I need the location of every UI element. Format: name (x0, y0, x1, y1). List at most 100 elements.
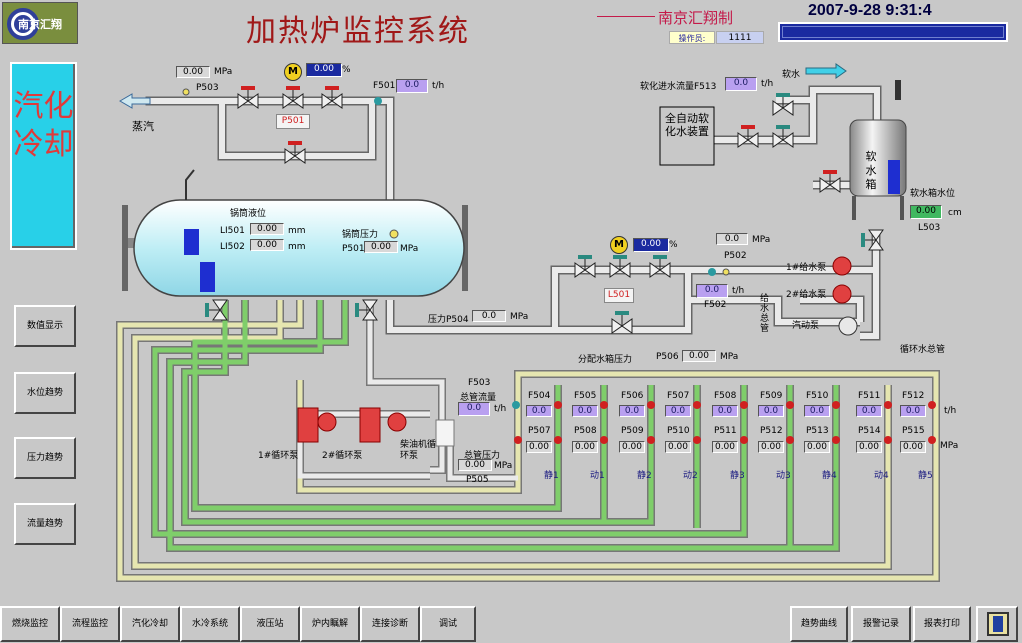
li501-value: 0.00 (250, 223, 284, 235)
flow-trend-button[interactable]: 流量趋势 (14, 503, 76, 545)
diesel-pump-label: 柴油机循环泵 (400, 440, 437, 461)
soft-water-arrow-icon (805, 63, 847, 79)
branch-pressure-value: 0.00 (712, 441, 738, 453)
branch-flow-tag: F510 (806, 391, 829, 401)
logo-text: 南京汇翔 (18, 18, 62, 31)
p502-value: 0.0 (716, 233, 748, 245)
valve-icon[interactable] (737, 125, 759, 148)
motor-icon: M (610, 236, 628, 254)
nav-combustion-monitor[interactable]: 燃烧监控 (0, 606, 60, 642)
valve-icon[interactable] (321, 86, 343, 109)
branch-flow-tag: F504 (528, 391, 551, 401)
th-unit: t/h (494, 404, 507, 414)
exit-button[interactable] (976, 606, 1018, 642)
valve-icon[interactable] (237, 86, 259, 109)
p506-value: 0.00 (682, 350, 716, 362)
pump2-feed-label: 2#给水泵 (786, 290, 827, 300)
water-level-trend-button[interactable]: 水位趋势 (14, 372, 76, 414)
mpa-unit: MPa (494, 461, 513, 471)
valve-icon[interactable] (609, 255, 631, 278)
branch-flow-tag: F505 (574, 391, 597, 401)
nav-alarm-record[interactable]: 报警记录 (851, 606, 911, 642)
valve-icon[interactable] (861, 229, 884, 251)
drum-level-label: 锅筒液位 (230, 209, 267, 219)
branch-pressure-tag: P511 (714, 426, 737, 436)
branch-pressure-value: 0.00 (572, 441, 598, 453)
mm-unit: mm (288, 242, 306, 252)
valve-icon[interactable] (772, 93, 794, 116)
p501-label: P501 (342, 244, 365, 254)
valve-icon[interactable] (649, 255, 671, 278)
circulation-pumps (297, 407, 455, 447)
branch-flow-value: 0.0 (665, 405, 691, 417)
p506-label: P506 (656, 352, 679, 362)
mpa-unit: MPa (510, 312, 529, 322)
branch-flow-value: 0.0 (572, 405, 598, 417)
valve-icon[interactable] (205, 299, 228, 321)
branch-flow-value: 0.0 (856, 405, 882, 417)
steam-arrow-icon (119, 93, 151, 109)
nav-water-cooling[interactable]: 水冷系统 (180, 606, 240, 642)
total-flow-sensor (512, 401, 520, 409)
p502-label: P502 (724, 251, 747, 261)
soft-water-label: 软水 (782, 70, 801, 80)
li502-value: 0.00 (250, 239, 284, 251)
steam-pump-label: 汽动泵 (792, 321, 820, 331)
valve-icon[interactable] (772, 125, 794, 148)
mpa-unit: MPa (214, 67, 233, 77)
pct-unit: % (669, 240, 678, 250)
valve-icon[interactable] (282, 86, 304, 109)
valves (205, 86, 884, 334)
circulation-pipes (116, 300, 940, 582)
pressure-trend-button[interactable]: 压力趋势 (14, 437, 76, 479)
nav-vaporization-cooling[interactable]: 汽化冷却 (120, 606, 180, 642)
branch-name: 动3 (776, 471, 791, 481)
branch-pressure-unit: MPa (940, 441, 959, 451)
feed-main-label: 给水总管 (760, 294, 770, 334)
nav-process-monitor[interactable]: 流程监控 (60, 606, 120, 642)
operator-value: 1111 (716, 31, 764, 44)
p503-label: P503 (196, 83, 219, 93)
pct-unit: % (342, 65, 351, 75)
auto-softener-unit (659, 106, 715, 166)
valve-icon[interactable] (819, 170, 841, 193)
branch-flow-unit: t/h (944, 406, 957, 416)
total-flow-label: 总管流量 (460, 393, 497, 403)
valve-icon[interactable] (574, 255, 596, 278)
valve-icon[interactable] (284, 141, 306, 164)
steam-label: 蒸汽 (132, 120, 154, 133)
branch-pressure-value: 0.00 (900, 441, 926, 453)
nav-report-print[interactable]: 报表打印 (913, 606, 971, 642)
f502-label: F502 (704, 300, 727, 310)
exit-door-icon (987, 612, 1009, 636)
branch-flow-tag: F509 (760, 391, 783, 401)
pump1-circ-label: 1#循环泵 (258, 451, 299, 461)
operator-label: 操作员: (669, 31, 715, 44)
branch-pressure-tag: P512 (760, 426, 783, 436)
branch-name: 动2 (683, 471, 698, 481)
branch-pressure-tag: P508 (574, 426, 597, 436)
section-title: 汽化冷却 (10, 62, 77, 250)
nav-debug[interactable]: 调试 (420, 606, 476, 642)
branch-name: 静4 (822, 471, 837, 481)
valve-icon[interactable] (355, 299, 378, 321)
steam-pipes (145, 96, 395, 205)
nav-trend-curve[interactable]: 趋势曲线 (790, 606, 848, 642)
nav-hydraulic-station[interactable]: 液压站 (240, 606, 300, 642)
valve-icon[interactable] (611, 311, 633, 334)
nav-connection-diagnosis[interactable]: 连接诊断 (360, 606, 420, 642)
branch-name: 静2 (637, 471, 652, 481)
branch-flow-tag: F508 (714, 391, 737, 401)
branch-pressure-tag: P513 (806, 426, 829, 436)
flow-sensor-f501 (374, 97, 382, 105)
value-display-button[interactable]: 数值显示 (14, 305, 76, 347)
branch-flow-tag: F506 (621, 391, 644, 401)
branch-pressure-tag: P510 (667, 426, 690, 436)
nav-furnace[interactable]: 炉内瞩解 (300, 606, 360, 642)
th-unit: t/h (432, 81, 445, 91)
company-logo (2, 2, 78, 44)
steam-drum (122, 169, 468, 297)
branch-flow-value: 0.0 (619, 405, 645, 417)
drum-pressure-label: 锅筒压力 (342, 230, 379, 240)
